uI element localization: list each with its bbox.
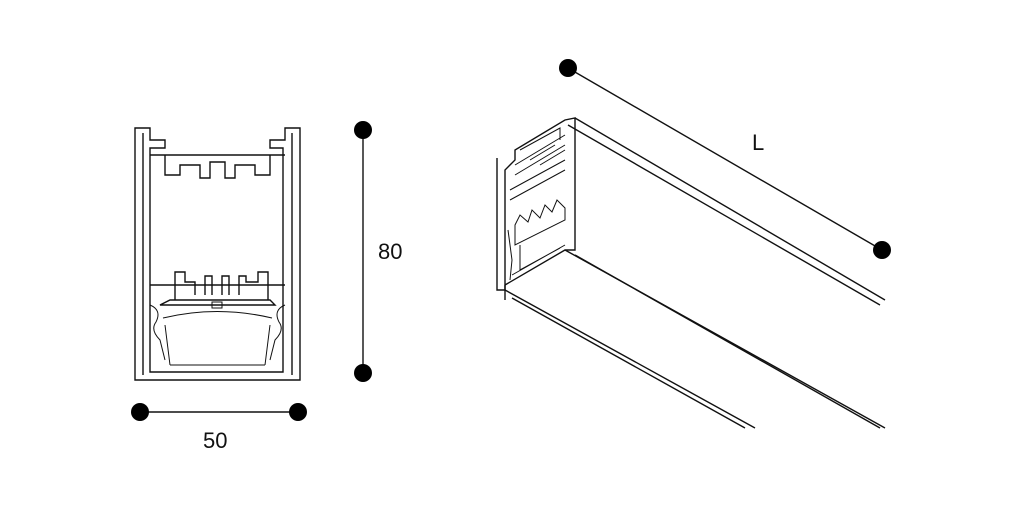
dimension-endpoint [559, 59, 577, 77]
width-label: 50 [203, 428, 228, 453]
dimension-endpoint [354, 364, 372, 382]
profile-3d-view [496, 117, 886, 429]
dimension-endpoint [131, 403, 149, 421]
length-label: L [752, 130, 765, 155]
dimension-height [354, 121, 372, 382]
dimension-endpoint [354, 121, 372, 139]
dimension-endpoint [289, 403, 307, 421]
dimension-endpoint [873, 241, 891, 259]
dimension-length [559, 59, 891, 259]
height-label: 80 [378, 239, 403, 264]
profile-cross-section [134, 127, 301, 381]
dimension-width [131, 403, 307, 421]
